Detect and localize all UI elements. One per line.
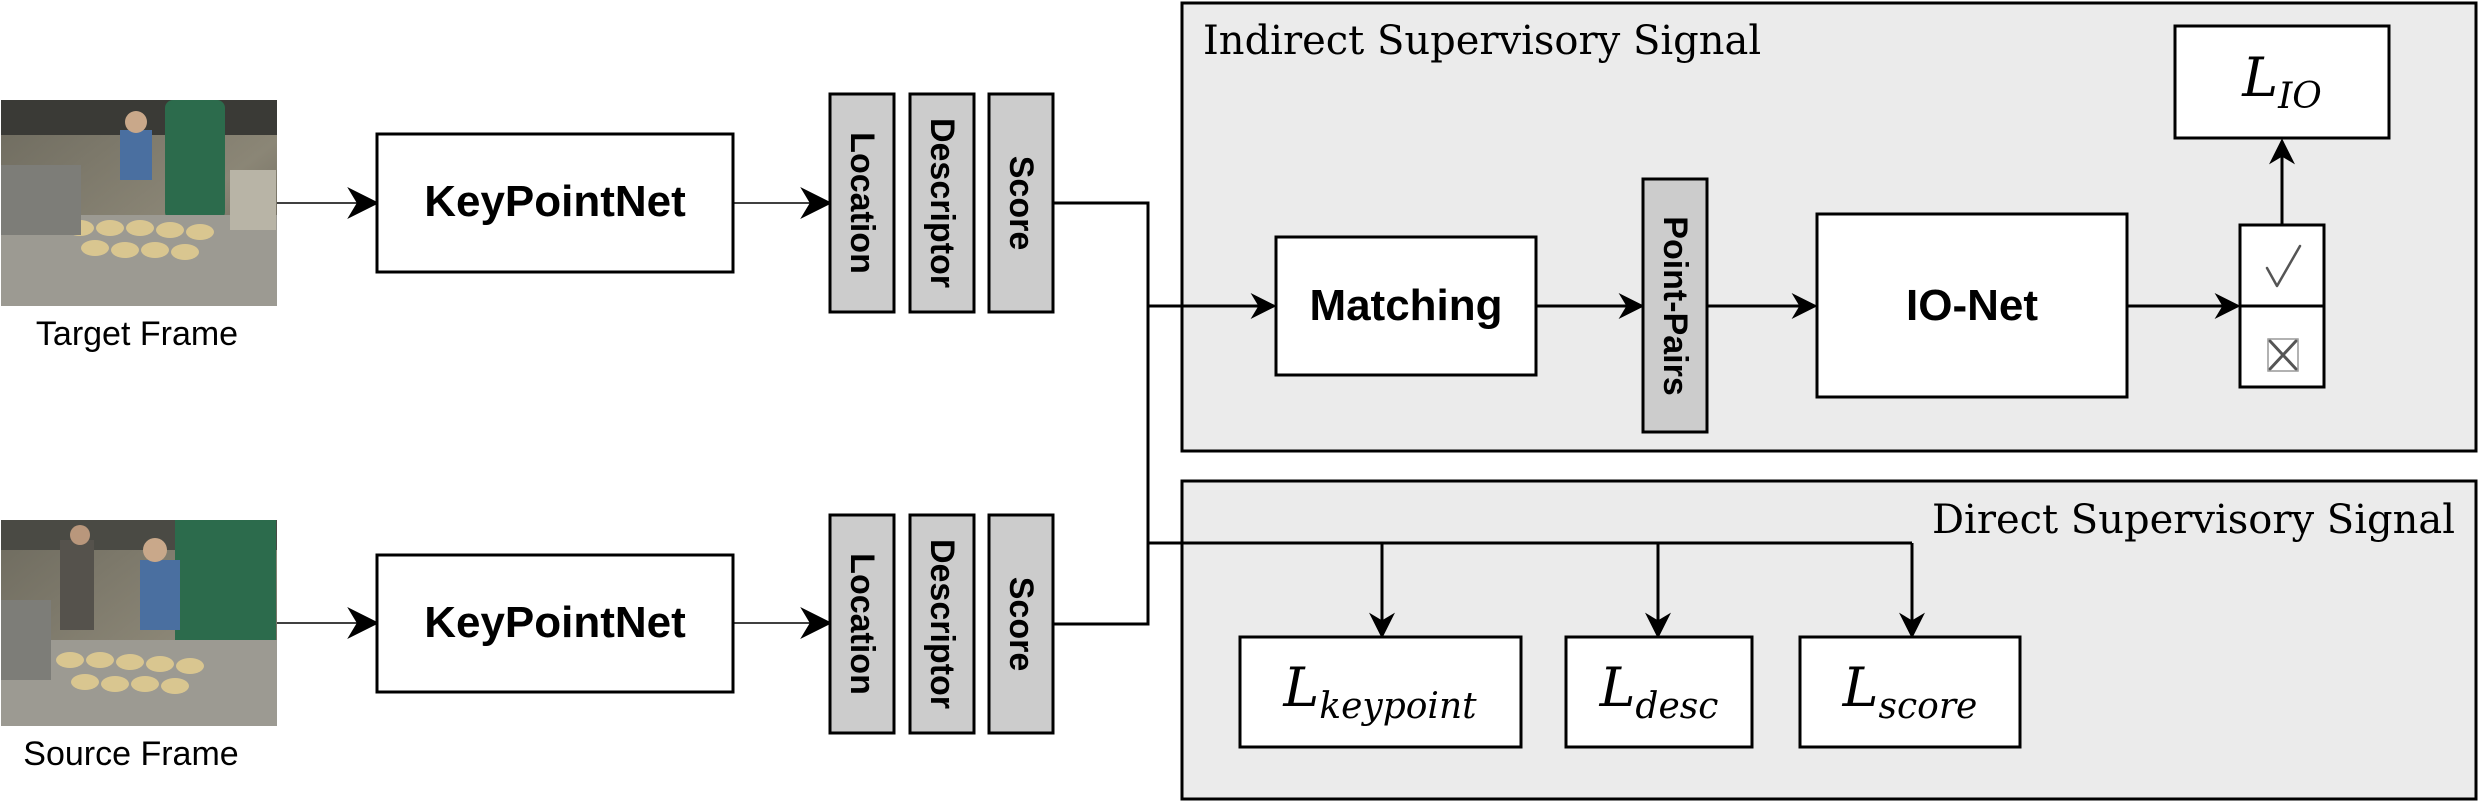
connector-top-outputs (1053, 201, 1150, 626)
l-desc-box (1564, 635, 1754, 749)
x-icon-frame (2267, 338, 2299, 372)
location-label-bottom: Location (843, 553, 881, 695)
l-score-label: Lscore (1842, 656, 1978, 727)
l-score-box (1798, 635, 2022, 749)
indirect-panel-title: Indirect Supervisory Signal (1203, 18, 1761, 64)
descriptor-output-top (908, 92, 976, 314)
location-output-bottom (828, 513, 896, 735)
score-label-top: Score (1002, 156, 1040, 251)
io-net-box (1815, 212, 2129, 399)
descriptor-label-top: Descriptor (923, 118, 961, 288)
matching-label: Matching (1309, 281, 1502, 330)
location-label-top: Location (843, 132, 881, 274)
l-keypoint-box (1238, 635, 1523, 749)
check-icon-outline (2265, 244, 2302, 288)
source-frame-image (1, 520, 277, 726)
keypointnet-bottom-box (375, 553, 735, 694)
score-label-bottom: Score (1002, 577, 1040, 672)
source-frame-label: Source Frame (23, 735, 238, 773)
keypointnet-top-label: KeyPointNet (424, 177, 686, 226)
l-desc-label: Ldesc (1599, 656, 1719, 727)
direct-panel-title: Direct Supervisory Signal (1932, 497, 2455, 543)
keypointnet-top-box (375, 132, 735, 274)
target-frame-label: Target Frame (36, 315, 238, 353)
score-output-top (987, 92, 1055, 314)
io-net-label: IO-Net (1906, 281, 2038, 330)
x-icon (2268, 339, 2298, 371)
point-pairs-box (1641, 177, 1709, 434)
matching-box (1274, 235, 1538, 377)
descriptor-output-bottom (908, 513, 976, 735)
l-keypoint-label: Lkeypoint (1282, 656, 1477, 727)
descriptor-label-bottom: Descriptor (923, 539, 961, 709)
l-io-box (2173, 24, 2391, 140)
location-output-top (828, 92, 896, 314)
l-io-label: LIO (2241, 46, 2322, 117)
score-output-bottom (987, 513, 1055, 735)
keypointnet-bottom-label: KeyPointNet (424, 598, 686, 647)
point-pairs-label: Point-Pairs (1656, 216, 1694, 395)
target-frame-image (1, 100, 277, 306)
